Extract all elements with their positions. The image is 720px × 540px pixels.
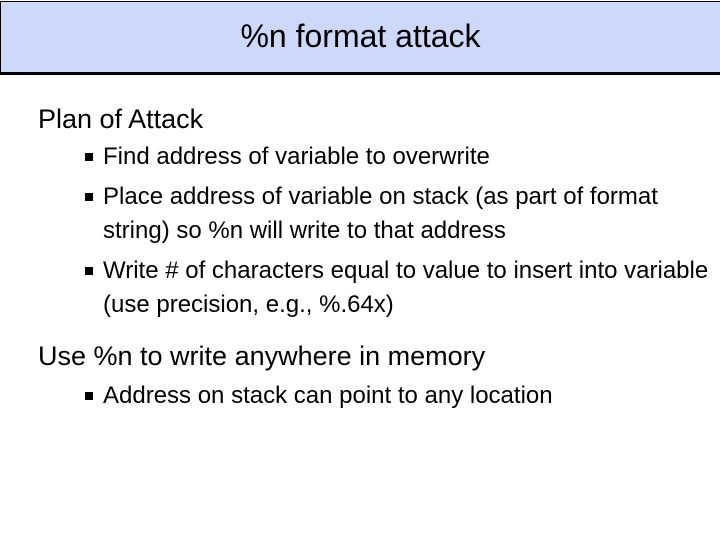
square-bullet-icon — [85, 153, 93, 161]
bullet-list-plan-of-attack: Find address of variable to overwrite Pl… — [0, 140, 720, 322]
list-item-label: Write # of characters equal to value to … — [103, 257, 709, 318]
list-item: Address on stack can point to any locati… — [0, 379, 720, 413]
list-item: Find address of variable to overwrite — [0, 140, 720, 174]
square-bullet-icon — [85, 267, 93, 275]
list-item-label: Address on stack can point to any locati… — [103, 382, 553, 409]
slide-content-body: Plan of Attack Find address of variable … — [0, 78, 720, 540]
section-heading: Use %n to write anywhere in memory — [38, 341, 486, 371]
square-bullet-icon — [85, 193, 93, 201]
section-heading: Plan of Attack — [38, 104, 204, 134]
bullet-list-use-percent-n: Address on stack can point to any locati… — [0, 379, 720, 413]
list-item-label: Place address of variable on stack (as p… — [103, 183, 658, 244]
section-use-percent-n: Use %n to write anywhere in memory Addre… — [0, 341, 720, 413]
section-plan-of-attack: Plan of Attack Find address of variable … — [0, 104, 720, 322]
square-bullet-icon — [85, 392, 93, 400]
list-item: Write # of characters equal to value to … — [0, 254, 720, 322]
page-title: %n format attack — [240, 18, 481, 55]
slide-title-bar: %n format attack — [0, 1, 720, 75]
list-item-label: Find address of variable to overwrite — [103, 143, 490, 170]
list-item: Place address of variable on stack (as p… — [0, 180, 720, 248]
